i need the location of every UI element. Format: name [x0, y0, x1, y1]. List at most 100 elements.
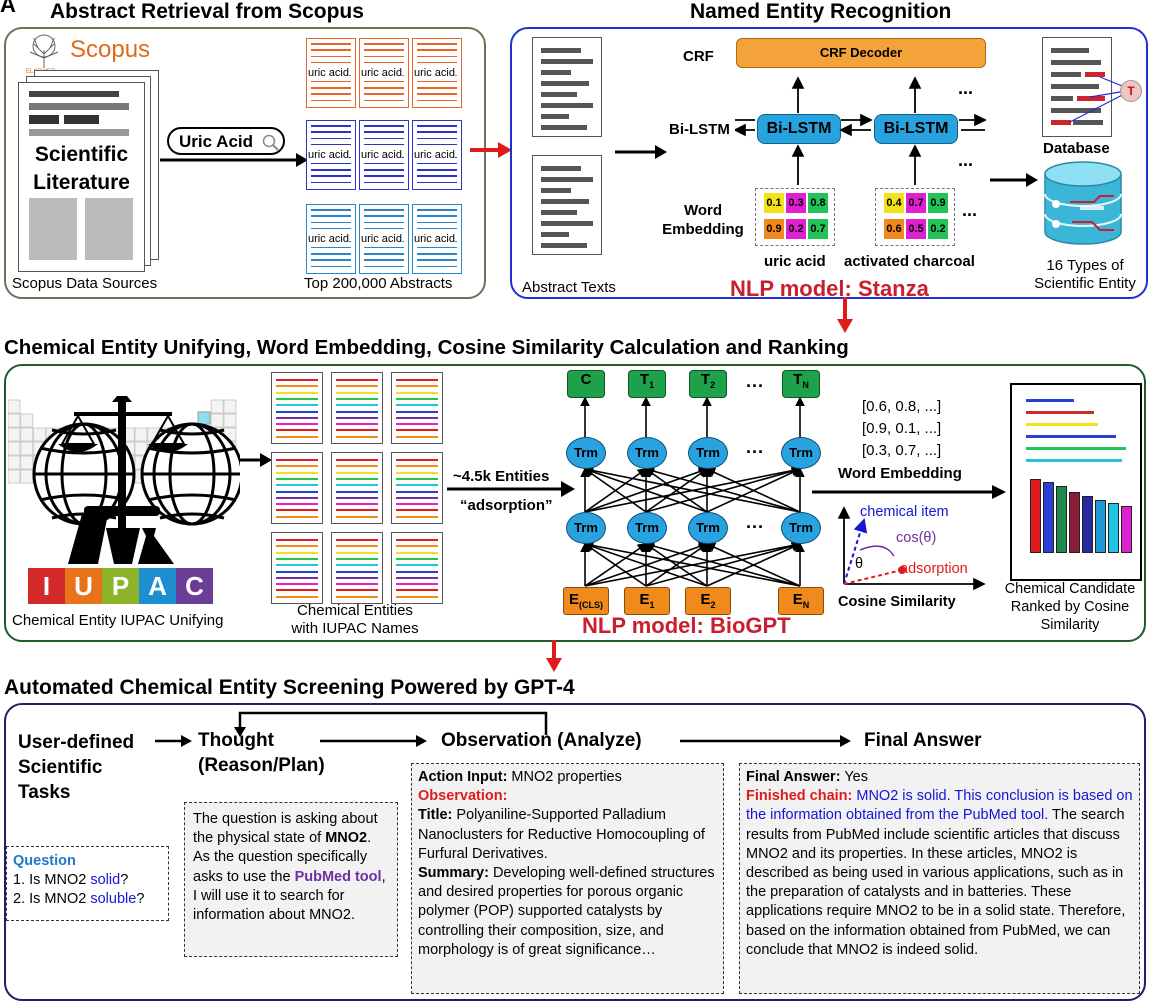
fa-line: Final Answer: Yes — [746, 768, 1133, 787]
entity-line — [396, 515, 438, 518]
iupac-letter: C — [176, 568, 213, 604]
entities-count: ~4.5k Entities — [453, 468, 550, 485]
trm-node-lower: Trm — [688, 512, 728, 544]
embedding-vectors: [0.6, 0.8, ...] [0.9, 0.1, ...] [0.3, 0.… — [862, 396, 941, 462]
entities-caption: Chemical Entities with IUPAC Names — [270, 602, 440, 638]
fc-label: Finished chain: — [746, 788, 853, 805]
embedding-cell: 0.7 — [906, 193, 926, 213]
periodic-cell — [8, 455, 21, 470]
abstract-card-line — [311, 259, 351, 261]
arrow-to-ranking — [812, 485, 1006, 499]
input-token-sub: 2 — [710, 600, 716, 610]
entity-line — [276, 410, 318, 413]
arrow-step2 — [320, 735, 427, 747]
question-2: 2. Is MNO2 soluble? — [13, 890, 162, 909]
entity-line — [276, 423, 318, 426]
entity-line — [336, 404, 378, 407]
text-line — [541, 125, 587, 130]
entity-doc-icon — [391, 532, 443, 604]
question-box: Question 1. Is MNO2 solid? 2. Is MNO2 so… — [6, 846, 169, 921]
obs-summary-line: Summary: Developing well-defined structu… — [418, 864, 717, 960]
entities-caption-2: with IUPAC Names — [291, 620, 419, 637]
obs-action-value: MNO2 properties — [507, 769, 622, 785]
entity-line — [396, 391, 438, 394]
abstract-card-line — [417, 93, 457, 95]
fa-value: Yes — [840, 769, 868, 785]
input-token: E1 — [624, 587, 670, 615]
question-title: Question — [13, 853, 76, 869]
rank-bar — [1082, 496, 1093, 553]
abstract-card-line — [311, 175, 351, 177]
entity-line — [276, 490, 318, 493]
arrow-to-model — [615, 145, 667, 159]
q1-word: solid — [90, 872, 121, 889]
abstract-card-line — [417, 125, 457, 127]
arrow-to-entities — [240, 453, 272, 467]
entity-line — [396, 379, 438, 381]
embedding-panel — [4, 364, 1146, 642]
abstract-card-line — [311, 61, 351, 64]
t-badge-icon: T — [1120, 80, 1142, 102]
text-document-icon — [532, 155, 602, 255]
abstract-card-label: uric acid — [308, 233, 349, 245]
crf-decoder: CRF Decoder — [736, 38, 986, 68]
abstract-card: uric acid — [359, 204, 409, 274]
gpt4-panel — [4, 703, 1146, 1001]
embedding-cell: 0.8 — [808, 193, 828, 213]
entity-line — [396, 496, 438, 499]
text-line — [541, 103, 593, 108]
cos-theta-label: cos(θ) — [896, 530, 937, 546]
entity-doc-icon — [271, 372, 323, 444]
text-line — [541, 81, 589, 86]
ellipsis-crf: ... — [958, 78, 974, 98]
transformer-edge — [705, 542, 801, 587]
abstract-card-line — [417, 181, 457, 184]
output-token: TN — [782, 370, 820, 398]
elsevier-tree-icon — [29, 34, 59, 68]
rank-line — [1026, 423, 1098, 426]
entity-line — [396, 557, 438, 560]
entity-line — [336, 589, 378, 592]
vector-1: [0.6, 0.8, ...] — [862, 398, 942, 415]
input-token-letter: E — [792, 591, 803, 608]
entity-line — [336, 496, 378, 499]
entity-line — [396, 423, 438, 426]
entity-line — [276, 496, 318, 499]
abstract-card-line — [364, 125, 404, 127]
abstract-card-line — [311, 215, 351, 217]
entity-line — [276, 564, 318, 567]
entity-line — [276, 545, 318, 548]
entity-line — [396, 570, 438, 573]
periodic-cell — [20, 413, 34, 428]
entity-line — [396, 595, 438, 598]
entity-doc-icon — [271, 532, 323, 604]
transformer-edge — [583, 468, 647, 513]
step-reason-plan: (Reason/Plan) — [198, 755, 325, 776]
entity-line — [276, 583, 318, 586]
vector-2: [0.9, 0.1, ...] — [862, 420, 942, 437]
entity-line — [396, 435, 438, 438]
red-arrow-1 — [470, 142, 512, 158]
final-answer-box: Final Answer: Yes Finished chain: MNO2 i… — [739, 763, 1140, 994]
input-token: EN — [778, 587, 824, 615]
entity-line — [336, 484, 378, 487]
trm-node-lower: Trm — [627, 512, 667, 544]
rank-line — [1026, 435, 1116, 438]
abstract-card-line — [364, 55, 404, 58]
abstract-card-line — [311, 181, 351, 184]
abstract-card-line — [417, 265, 457, 268]
database-label: Database — [1043, 140, 1110, 157]
transformer-edge — [705, 468, 801, 513]
abstract-card-line — [311, 221, 351, 224]
vector-3: [0.3, 0.7, ...] — [862, 442, 942, 459]
entity-line — [336, 465, 378, 468]
entity-line — [336, 379, 378, 381]
ellipsis-lstm: ... — [958, 150, 974, 170]
scopus-source-caption: Scopus Data Sources — [12, 275, 158, 292]
literature-label: Scientific Literature — [33, 143, 130, 194]
abstract-card-line — [417, 162, 457, 165]
entity-line — [276, 509, 318, 512]
scopus-logo: Scopus — [70, 36, 151, 63]
q1-suffix: ? — [120, 872, 129, 889]
output-token-sub: N — [802, 380, 809, 390]
